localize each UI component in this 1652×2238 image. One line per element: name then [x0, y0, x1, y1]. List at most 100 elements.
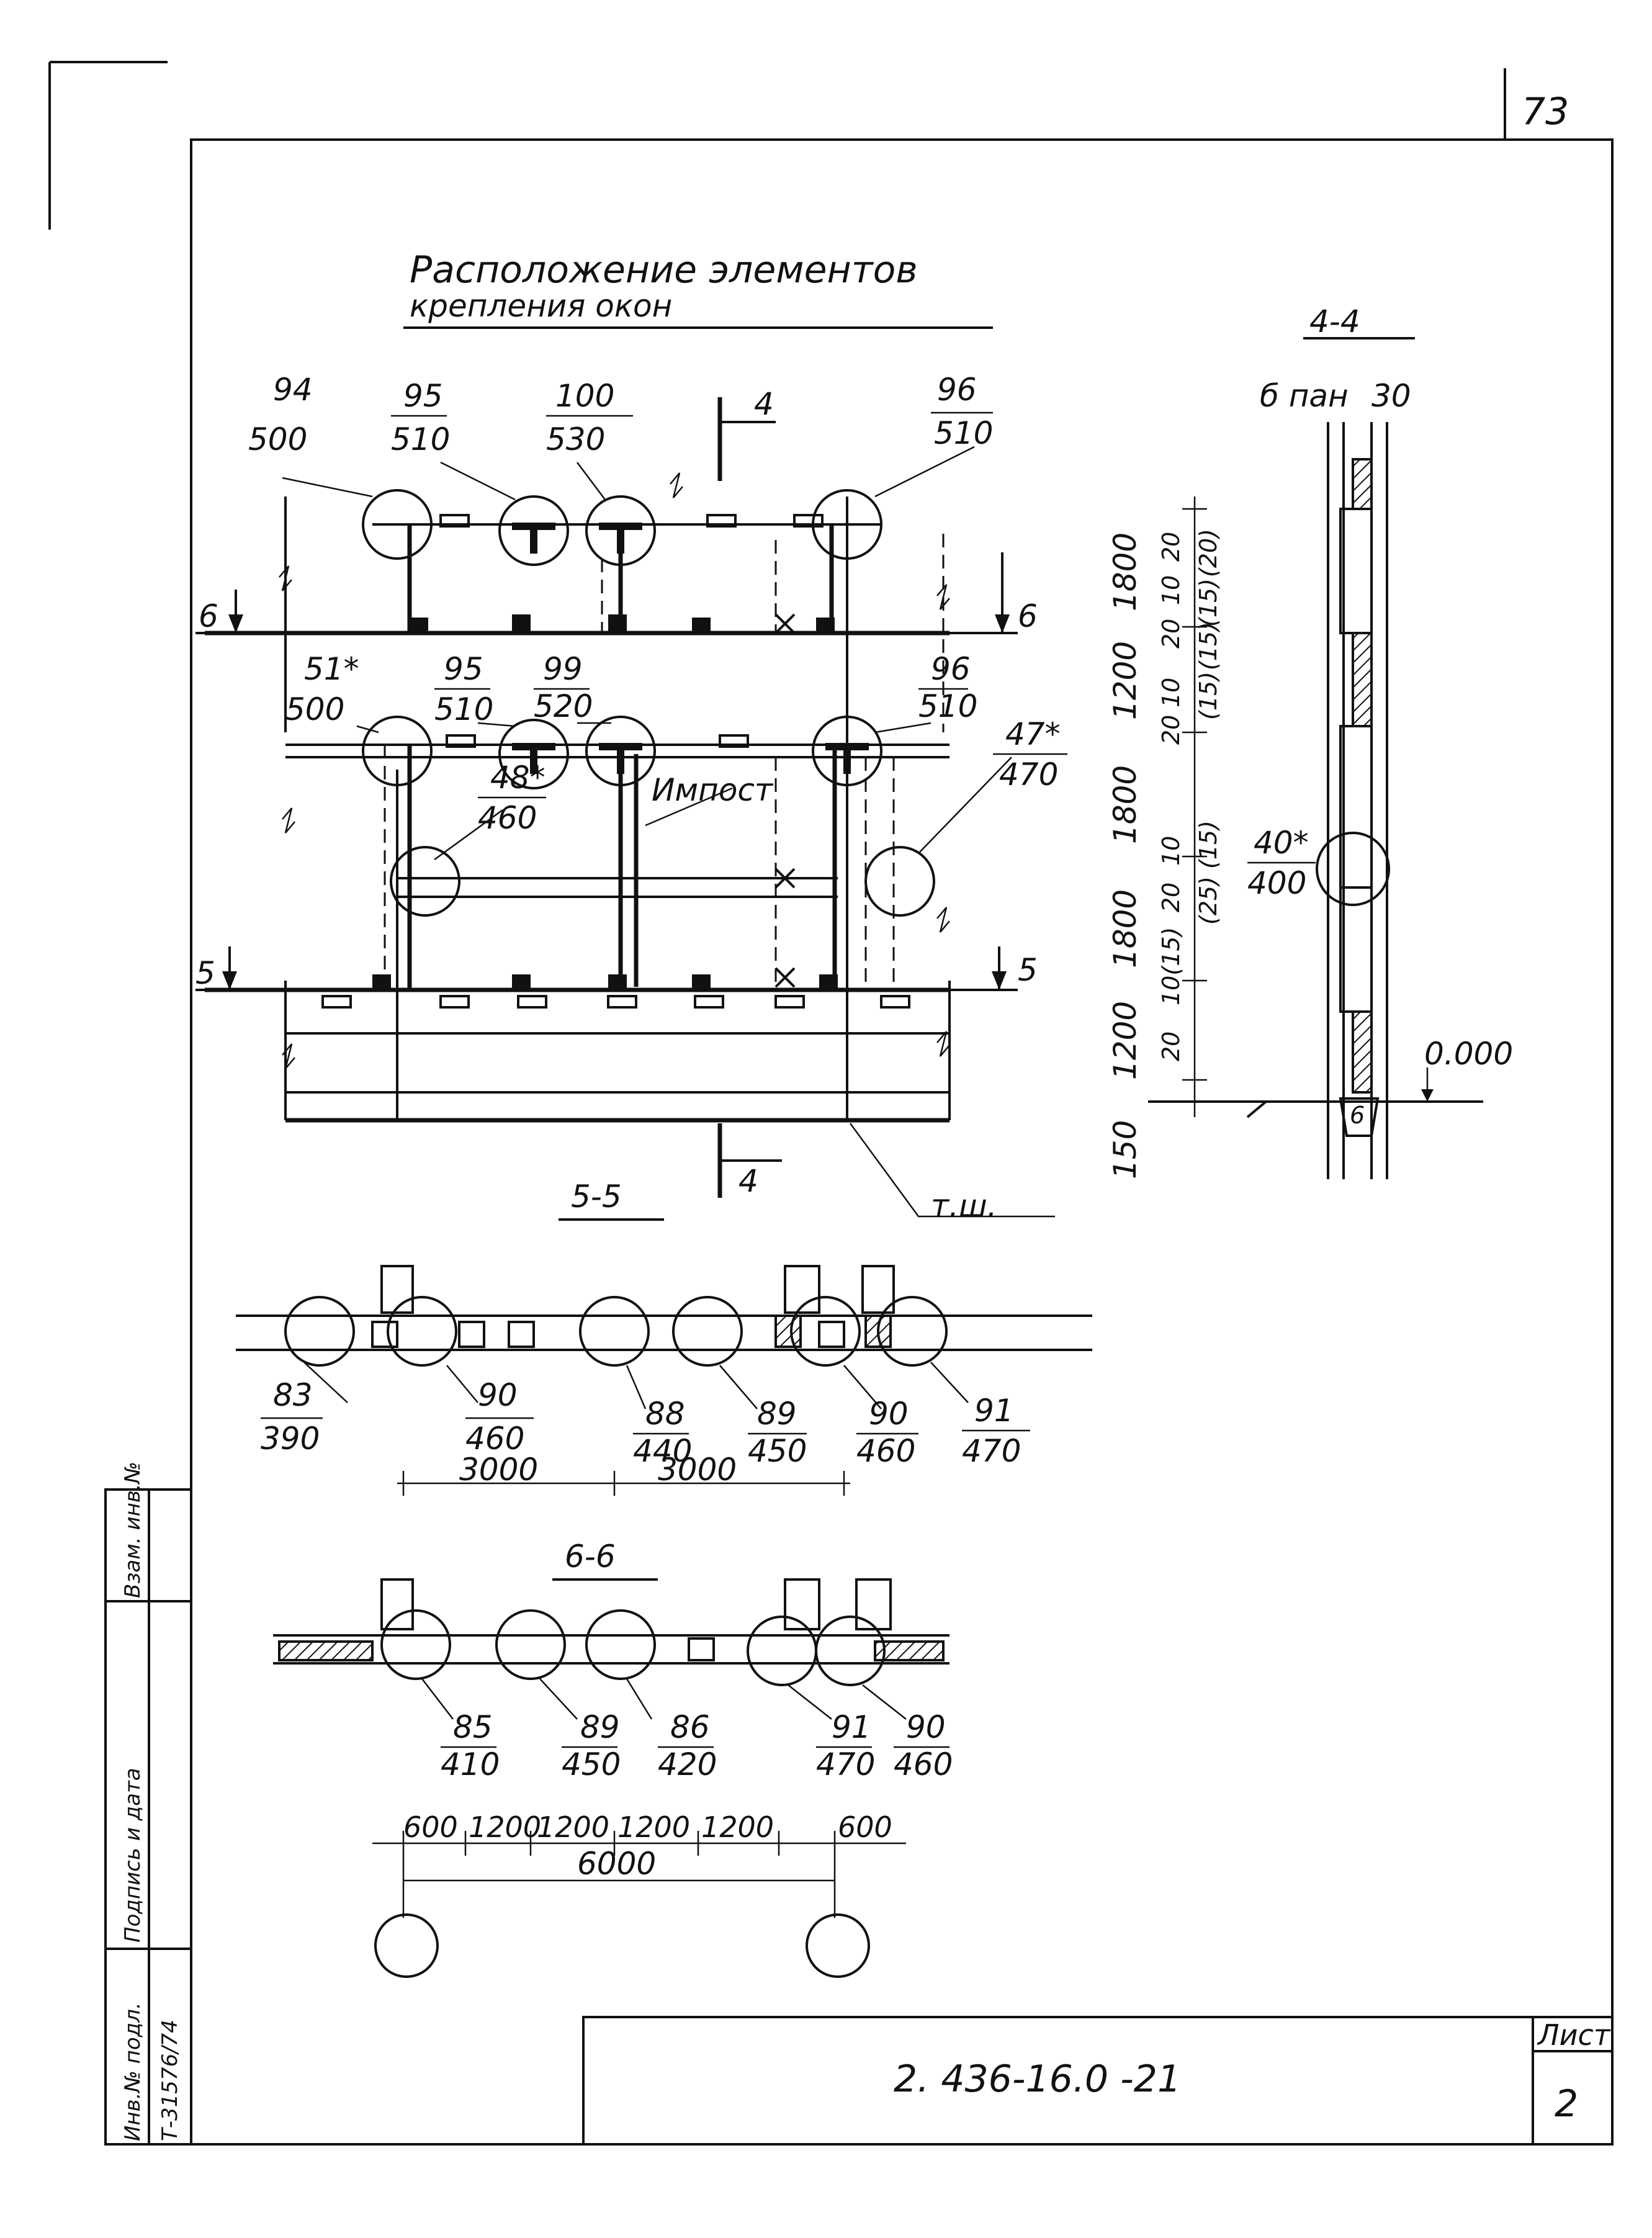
value-460: 460	[478, 800, 537, 836]
mark-99: 99	[543, 651, 583, 687]
cut-markers: 4 4 6 6 5 5	[195, 386, 1038, 1199]
joint-3: 10	[1157, 575, 1185, 605]
joint-9: 20	[1157, 715, 1185, 745]
section-4-4: 4-4 б пан 30 6 40* 400 0.000	[1107, 303, 1513, 1179]
s66-dim-4: 1200	[617, 1810, 690, 1844]
title-line-2: крепления окон	[410, 288, 672, 324]
cut-4-bottom: 4	[738, 1163, 758, 1199]
gap-label: 30	[1371, 378, 1411, 414]
joint-12: 20	[1157, 883, 1185, 912]
title-block: 2. 436-16.0 -21 Лист 2	[582, 2016, 1614, 2146]
value-510: 510	[391, 421, 450, 457]
mark-47: 47*	[1005, 716, 1061, 752]
facade-elevation	[205, 446, 1055, 1218]
joint-4: (15)	[1195, 578, 1222, 627]
joint-11: 10	[1157, 836, 1185, 866]
node-94-circle	[362, 489, 433, 560]
s55-mark-90: 90	[478, 1377, 518, 1413]
node-88-circle	[579, 1296, 650, 1367]
s66-dim-3: 1200	[537, 1810, 609, 1844]
s66-value-420: 420	[658, 1746, 717, 1782]
s66-node-91-circle	[747, 1616, 817, 1686]
s66-mark-90: 90	[906, 1709, 946, 1745]
stamp-sign-date: Подпись и дата	[120, 1768, 145, 1943]
node-48-circle	[390, 846, 460, 917]
height-4: 1800	[1107, 889, 1143, 968]
joint-13: (25)	[1195, 876, 1222, 925]
node-83-circle	[284, 1296, 355, 1367]
cut-5-right: 5	[1018, 952, 1038, 988]
node-40-circle	[1316, 832, 1390, 906]
joint-8: (15)	[1195, 672, 1222, 720]
s66-node-90-circle	[815, 1616, 886, 1686]
s66-dim-2: 1200	[469, 1810, 541, 1844]
height-5: 1200	[1107, 1001, 1143, 1080]
s66-value-470: 470	[816, 1746, 875, 1782]
node-91-circle	[877, 1296, 948, 1367]
value-470: 470	[999, 757, 1058, 793]
mark-40: 40*	[1254, 825, 1309, 861]
section-5-5: 5-5 83 390 90 460 88 440 89	[236, 1179, 1092, 1496]
sheet-label: Лист	[1537, 2018, 1611, 2052]
grid-axis-bubble-left	[374, 1913, 439, 1978]
mark-95: 95	[403, 378, 443, 414]
s55-value-460: 460	[465, 1421, 524, 1457]
value-500-b: 500	[285, 691, 344, 727]
value-520: 520	[534, 688, 593, 724]
s55-mark-89: 89	[757, 1396, 797, 1432]
section44-heights: 1800 1200 1800 1800 1200 150	[1107, 533, 1143, 1179]
joint-2: (20)	[1195, 529, 1222, 577]
title-line-1: Расположение элементов	[410, 248, 918, 292]
s66-dim-6: 600	[838, 1810, 892, 1844]
s55-mark-91: 91	[974, 1393, 1014, 1429]
s66-node-89-circle	[495, 1609, 566, 1680]
section-4-4-title: 4-4	[1309, 303, 1360, 339]
s66-mark-85: 85	[453, 1709, 493, 1745]
height-6: 150	[1107, 1120, 1143, 1179]
node-100-circle	[585, 495, 656, 566]
node-95-circle	[498, 495, 569, 566]
page-number: 73	[1522, 90, 1569, 133]
s55-value-440: 440	[633, 1433, 692, 1469]
section-6-6: 6-6 85 410 89 450 86 420 91 470 90 460	[273, 1539, 953, 1978]
s66-mark-89: 89	[580, 1709, 620, 1745]
node-47-circle	[864, 846, 935, 917]
joint-15: 20	[1157, 1031, 1185, 1061]
elevation-labels: 94 500 95 510 100 530 96 510 51* 500 95 …	[248, 372, 1067, 1224]
joint-7: 10	[1157, 678, 1185, 708]
value-400: 400	[1247, 865, 1306, 901]
value-510-d: 510	[918, 688, 977, 724]
s66-node-85-circle	[380, 1609, 451, 1680]
value-510-b: 510	[934, 415, 993, 451]
s55-span-2: 3000	[658, 1452, 737, 1488]
mark-95-b: 95	[444, 651, 483, 687]
bracket-elements	[321, 514, 910, 1009]
s66-dim-1: 600	[403, 1810, 458, 1844]
cut-4-top: 4	[754, 386, 774, 422]
sheet-number: 2	[1555, 2082, 1578, 2126]
node-89-circle	[672, 1296, 743, 1367]
mark-100: 100	[555, 378, 614, 414]
s55-value-460-b: 460	[856, 1433, 915, 1469]
joint-1: 20	[1157, 532, 1185, 562]
node-51-circle	[362, 716, 433, 786]
s66-total: 6000	[577, 1846, 656, 1882]
value-530: 530	[546, 421, 605, 457]
node-90b-circle	[790, 1296, 861, 1367]
value-510-c: 510	[434, 691, 493, 727]
height-1: 1800	[1107, 533, 1143, 611]
height-2: 1200	[1107, 641, 1143, 720]
section-5-5-title: 5-5	[571, 1179, 622, 1215]
svg-text:6: 6	[1350, 1102, 1365, 1129]
cut-5-left: 5	[195, 955, 215, 991]
mark-96-b: 96	[931, 651, 971, 687]
joint-6: (15)	[1195, 622, 1222, 670]
mark-96: 96	[937, 372, 977, 408]
tsh-label: т.ш.	[931, 1188, 997, 1224]
mark-51: 51*	[304, 651, 359, 687]
s66-value-450: 450	[562, 1746, 621, 1782]
height-3: 1800	[1107, 765, 1143, 844]
s55-mark-83: 83	[273, 1377, 313, 1413]
stamp-inv-no-label: Инв.№ подл.	[120, 2002, 145, 2141]
drawing-code: 2. 436-16.0 -21	[894, 2057, 1181, 2101]
